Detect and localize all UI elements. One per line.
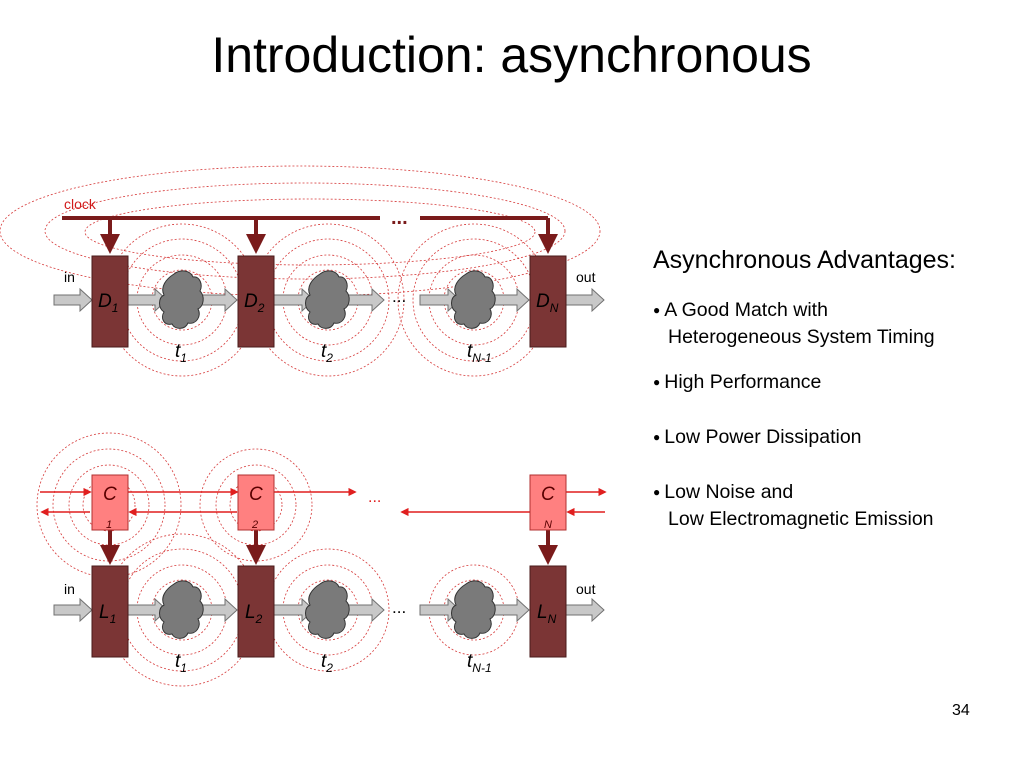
advantage-item: ●Low Noise and Low Electromagnetic Emiss… bbox=[653, 479, 934, 533]
delay-label: t1 bbox=[175, 341, 187, 365]
output-label: out bbox=[576, 269, 596, 285]
advantage-text: Low Noise and bbox=[664, 481, 794, 503]
logic-cloud-icon bbox=[451, 270, 496, 329]
sync-data-arrows bbox=[53, 287, 605, 313]
bullet-icon: ● bbox=[653, 430, 661, 444]
slide-title: Introduction: asynchronous bbox=[211, 27, 812, 83]
bullet-icon: ● bbox=[653, 303, 661, 317]
delay-label: tN-1 bbox=[467, 651, 492, 675]
register-label: D2 bbox=[244, 291, 265, 315]
advantage-text: A Good Match with bbox=[664, 299, 828, 321]
controller-letter: C bbox=[249, 484, 263, 505]
logic-cloud-icon bbox=[451, 580, 496, 639]
controller-c1 bbox=[91, 474, 129, 531]
logic-cloud-icon bbox=[305, 580, 350, 639]
controllers bbox=[91, 474, 567, 531]
advantage-item: ●Low Power Dissipation bbox=[653, 424, 862, 451]
advantage-text: High Performance bbox=[664, 371, 822, 393]
logic-cloud-icon bbox=[305, 270, 350, 329]
delay-label: tN-1 bbox=[467, 341, 492, 365]
latch-l2 bbox=[237, 565, 275, 658]
register-d1 bbox=[91, 255, 129, 348]
controller-letter: C bbox=[541, 484, 555, 505]
clock-bus bbox=[62, 216, 558, 254]
sync-pipeline: clock ... D1 D2 DN bbox=[0, 165, 605, 377]
output-arrow bbox=[565, 597, 605, 623]
output-arrow bbox=[565, 287, 605, 313]
latch-label: L1 bbox=[99, 602, 116, 626]
logic-clouds bbox=[159, 270, 496, 329]
advantage-item: ●A Good Match with Heterogeneous System … bbox=[653, 297, 935, 351]
delay-label: t1 bbox=[175, 651, 187, 675]
controller-sub: 1 bbox=[106, 519, 112, 531]
pipeline-ellipsis: ... bbox=[392, 598, 406, 617]
register-label: D1 bbox=[98, 291, 118, 315]
controller-sub: N bbox=[544, 519, 552, 531]
pipeline-ellipsis: ... bbox=[392, 287, 406, 306]
advantage-item: ●High Performance bbox=[653, 369, 821, 396]
registers bbox=[91, 255, 567, 348]
controller-letter: C bbox=[103, 484, 117, 505]
delay-label: t2 bbox=[321, 341, 333, 365]
input-arrow bbox=[53, 597, 93, 623]
output-label: out bbox=[576, 581, 596, 597]
advantages-heading: Asynchronous Advantages: bbox=[653, 246, 956, 274]
input-arrow bbox=[53, 287, 93, 313]
logic-cloud-icon bbox=[159, 580, 204, 639]
page-number: 34 bbox=[952, 702, 970, 719]
latch-enable-wires bbox=[100, 530, 558, 565]
advantage-text: Low Power Dissipation bbox=[664, 426, 862, 448]
handshake-ellipsis: ... bbox=[368, 489, 381, 506]
register-label: DN bbox=[536, 291, 559, 315]
latch-label: L2 bbox=[245, 602, 263, 626]
async-pipeline: ... C 1 C 2 C N bbox=[36, 432, 607, 687]
controller-c2 bbox=[237, 474, 275, 531]
logic-cloud-icon bbox=[159, 270, 204, 329]
latch-l1 bbox=[91, 565, 129, 658]
register-dn bbox=[529, 255, 567, 348]
delay-label: t2 bbox=[321, 651, 333, 675]
bullet-icon: ● bbox=[653, 485, 661, 499]
handshake-channels bbox=[40, 487, 607, 517]
controller-cn bbox=[529, 474, 567, 531]
advantage-text: Low Electromagnetic Emission bbox=[668, 508, 934, 530]
input-label: in bbox=[64, 269, 75, 285]
latch-label: LN bbox=[537, 602, 557, 626]
async-data-arrows bbox=[53, 597, 605, 623]
latches bbox=[91, 565, 567, 658]
latch-ln bbox=[529, 565, 567, 658]
advantage-text: Heterogeneous System Timing bbox=[668, 326, 935, 348]
input-label: in bbox=[64, 581, 75, 597]
register-d2 bbox=[237, 255, 275, 348]
clock-label: clock bbox=[64, 196, 97, 212]
clock-ellipsis: ... bbox=[391, 207, 408, 229]
controller-sub: 2 bbox=[251, 519, 258, 531]
bullet-icon: ● bbox=[653, 375, 661, 389]
